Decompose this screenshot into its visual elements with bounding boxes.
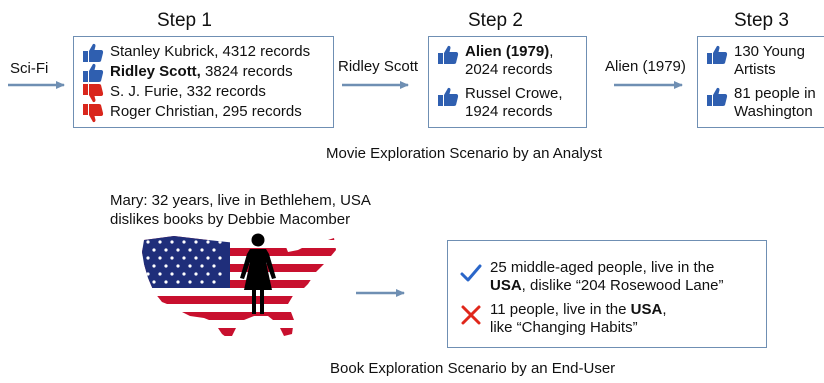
thumbs-up-icon bbox=[437, 45, 459, 65]
thumbs-down-icon bbox=[82, 103, 104, 123]
step-1-title: Step 1 bbox=[157, 10, 212, 31]
arrow-step1-to-step2 bbox=[342, 81, 409, 89]
thumbs-up-icon bbox=[706, 45, 728, 65]
book-scenario-caption: Book Exploration Scenario by an End-User bbox=[330, 360, 616, 377]
arrow-label-ridley-scott: Ridley Scott bbox=[338, 58, 419, 75]
arrow-label-alien-1979: Alien (1979) bbox=[605, 58, 686, 75]
list-item: 25 middle-aged people, live in the USA, … bbox=[460, 259, 723, 295]
list-item: 130 Young Artists bbox=[706, 43, 805, 79]
cross-icon bbox=[460, 305, 484, 325]
usa-flag-map-icon bbox=[142, 233, 336, 340]
step-1-box: Stanley Kubrick, 4312 records Ridley Sco… bbox=[73, 36, 334, 128]
results-box: 25 middle-aged people, live in the USA, … bbox=[447, 240, 767, 348]
list-item: Alien (1979), 2024 records bbox=[437, 43, 553, 79]
step-3-title: Step 3 bbox=[734, 10, 789, 31]
step-2-box: Alien (1979), 2024 records Russel Crowe,… bbox=[428, 36, 587, 128]
list-item: Roger Christian, 295 records bbox=[82, 103, 302, 123]
arrow-persona-to-results bbox=[356, 289, 405, 297]
list-item: Stanley Kubrick, 4312 records bbox=[82, 43, 310, 63]
arrow-scifi-to-step1 bbox=[8, 81, 65, 89]
step-3-box: 130 Young Artists 81 people in Washingto… bbox=[697, 36, 824, 128]
list-item: Ridley Scott, 3824 records bbox=[82, 63, 293, 83]
list-item: 81 people in Washington bbox=[706, 85, 816, 121]
list-item: 11 people, live in the USA, like “Changi… bbox=[460, 301, 667, 337]
checkmark-icon bbox=[460, 263, 484, 283]
thumbs-up-icon bbox=[82, 43, 104, 63]
thumbs-up-icon bbox=[706, 87, 728, 107]
step-2-title: Step 2 bbox=[468, 10, 523, 31]
thumbs-up-icon bbox=[82, 63, 104, 83]
thumbs-up-icon bbox=[437, 87, 459, 107]
arrow-step2-to-step3 bbox=[614, 81, 683, 89]
persona-description: Mary: 32 years, live in Bethlehem, USA d… bbox=[110, 192, 371, 228]
input-label-scifi: Sci-Fi bbox=[10, 60, 49, 77]
movie-scenario-caption: Movie Exploration Scenario by an Analyst bbox=[326, 145, 602, 162]
list-item: S. J. Furie, 332 records bbox=[82, 83, 266, 103]
list-item: Russel Crowe, 1924 records bbox=[437, 85, 563, 121]
thumbs-down-icon bbox=[82, 83, 104, 103]
